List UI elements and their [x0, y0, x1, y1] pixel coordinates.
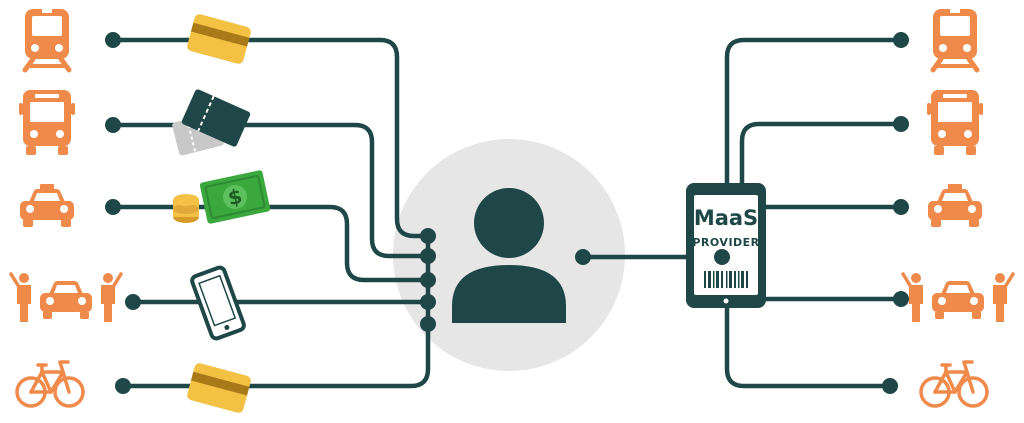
provider-label: PROVIDER [692, 236, 759, 249]
paper-tickets-icon [172, 89, 251, 156]
barcode-icon [704, 271, 748, 288]
maas-provider-tablet: MaaS PROVIDER [686, 183, 766, 308]
bus-icon [19, 90, 75, 155]
maas-title: MaaS [694, 206, 758, 230]
right-connection-lines [583, 37, 901, 389]
provider-rideshare-icon [901, 271, 1015, 324]
cash-and-coins-icon: $ [173, 170, 271, 224]
rideshare-icon [9, 271, 123, 324]
user-icon [452, 188, 566, 323]
dollar-sign: $ [226, 184, 245, 210]
junction-dots [420, 228, 436, 332]
provider-bicycle-icon [919, 360, 989, 408]
left-connection-lines [113, 37, 431, 389]
provider-bus-icon [927, 90, 983, 155]
payment-card-icon [186, 362, 252, 414]
taxi-icon [20, 184, 74, 227]
smartphone-icon [190, 265, 246, 341]
payment-card-icon [186, 13, 252, 65]
train-icon [25, 9, 69, 70]
bicycle-icon [15, 360, 85, 408]
right-endpoint-dots [575, 32, 909, 394]
provider-taxi-icon [928, 184, 982, 227]
provider-train-icon [933, 9, 977, 70]
left-endpoint-dots [105, 32, 141, 394]
